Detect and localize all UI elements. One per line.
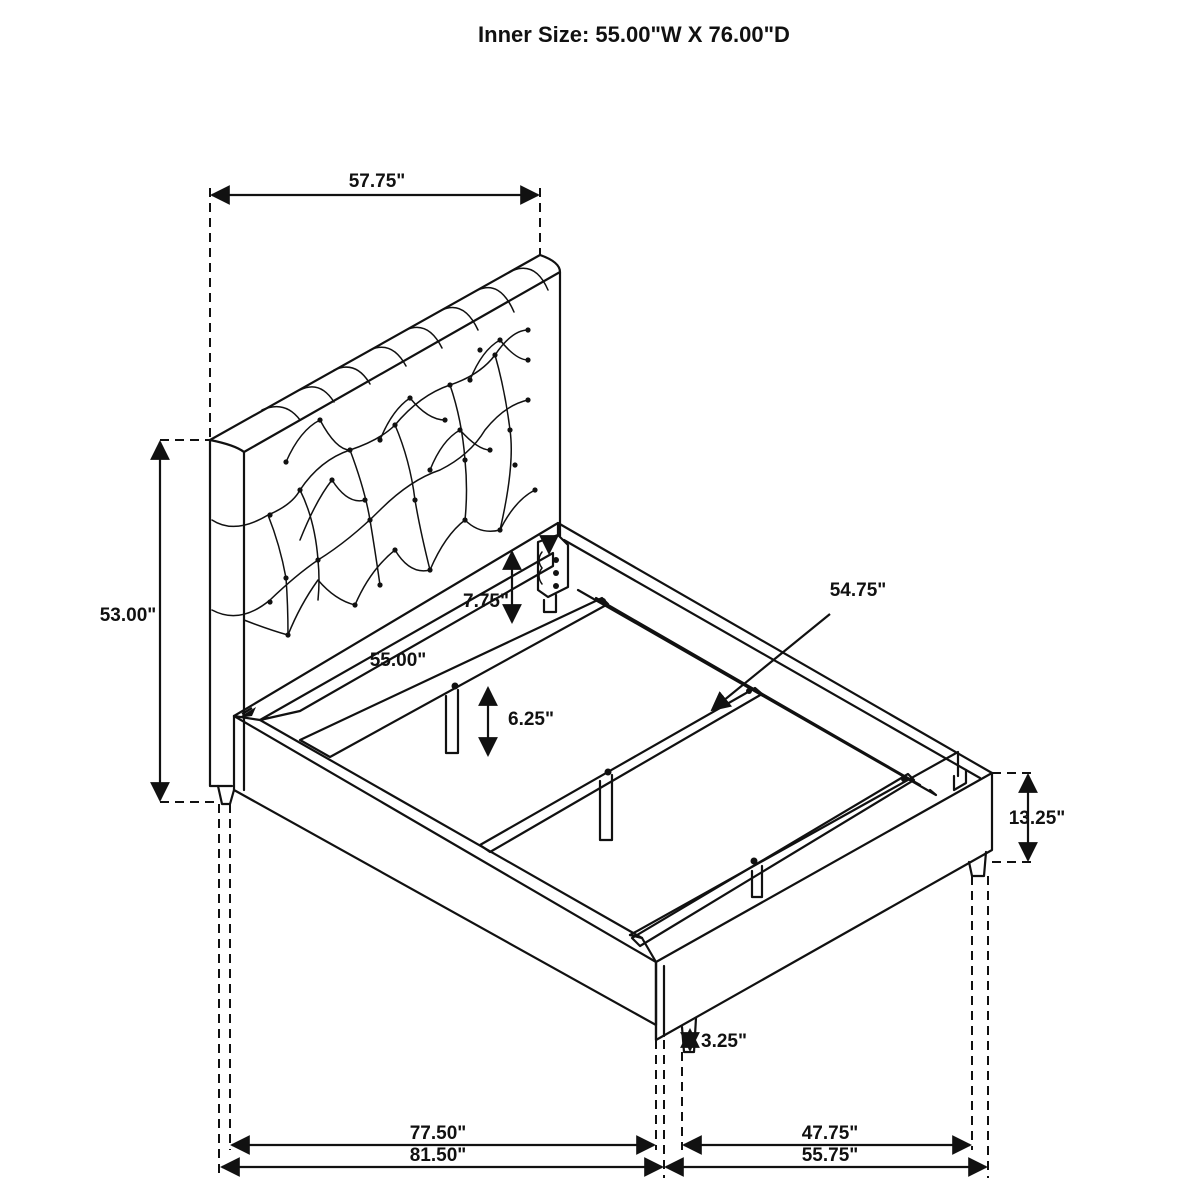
bed-frame [232,521,994,1054]
headboard-width-label: 57.75" [349,171,406,192]
inner-size-title: Inner Size: 55.00"W X 76.00"D [478,22,790,47]
headboard [208,253,562,806]
inner-width-bottom-label: 47.75" [802,1123,859,1144]
headboard-height-label: 53.00" [100,605,157,626]
extension-lines [160,188,1035,1178]
overall-width-label: 55.75" [802,1145,859,1166]
bracket-height-label: 7.75" [463,591,509,612]
slat-length-label: 54.75" [830,580,887,601]
inner-length-label: 77.50" [410,1123,467,1144]
inner-width-label: 55.00" [370,650,427,671]
dimension-lines [150,185,1038,1177]
dimension-labels: 57.75" 53.00" 7.75" 55.00" 6.25" 54.75" … [100,171,1066,1166]
foot-leg-label: 3.25" [701,1031,747,1052]
rail-height-label: 13.25" [1009,808,1066,829]
leg-post-label: 6.25" [508,709,554,730]
overall-length-label: 81.50" [410,1145,467,1166]
